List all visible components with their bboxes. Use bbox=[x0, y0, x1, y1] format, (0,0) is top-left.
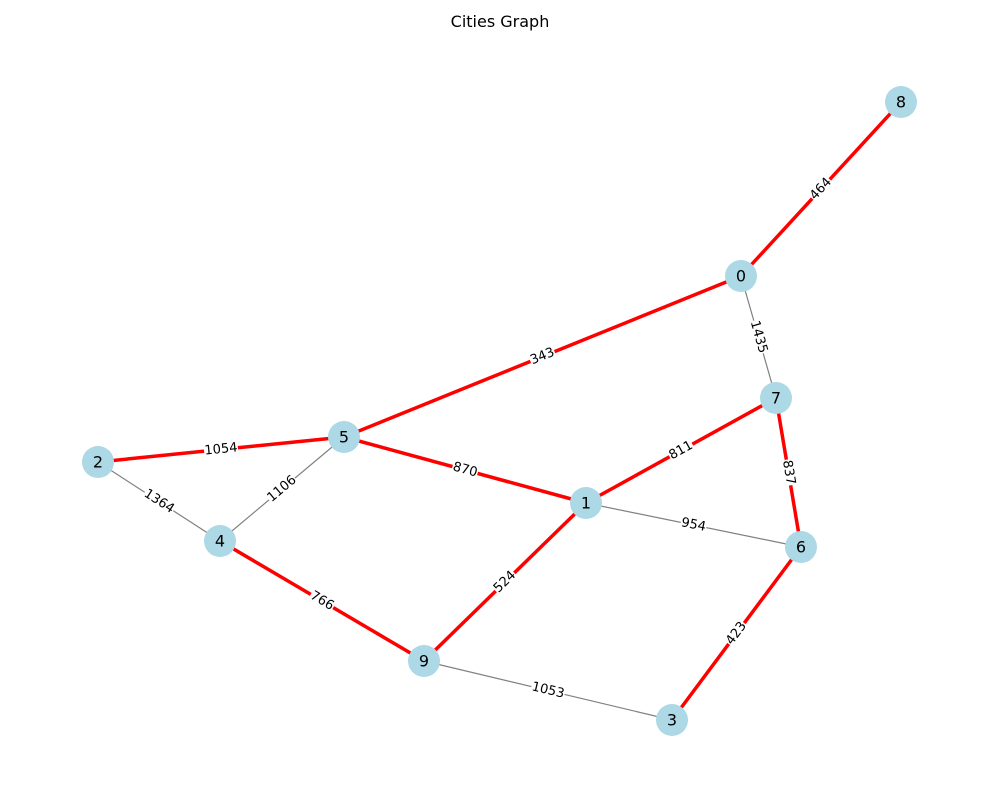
edge-label-4-9: 766 bbox=[306, 587, 338, 615]
node-6: 6 bbox=[785, 531, 817, 563]
edge-label-2-4: 1364 bbox=[140, 485, 178, 518]
edge-label-2-5: 1054 bbox=[203, 439, 239, 460]
edge-label-background bbox=[778, 458, 799, 487]
edge-labels-layer: 4643431435811837105487011061364954766524… bbox=[140, 174, 836, 703]
edge-label-background bbox=[140, 485, 178, 518]
node-8: 8 bbox=[885, 86, 917, 118]
edge-label-background bbox=[203, 439, 239, 460]
edge-label-9-3: 1053 bbox=[529, 678, 567, 703]
node-7: 7 bbox=[760, 382, 792, 414]
edge-label-background bbox=[263, 471, 301, 507]
edge-weight-label: 1053 bbox=[530, 679, 566, 701]
edge-label-background bbox=[527, 344, 558, 369]
edge-label-7-6: 837 bbox=[778, 458, 799, 487]
edge-label-background bbox=[722, 618, 751, 649]
edge-weight-label: 870 bbox=[451, 459, 479, 480]
node-circle bbox=[656, 704, 688, 736]
node-0: 0 bbox=[725, 260, 757, 292]
edge-label-1-6: 954 bbox=[679, 514, 708, 536]
edge-label-5-1: 870 bbox=[450, 458, 480, 482]
node-label: 0 bbox=[736, 267, 746, 286]
graph-title: Cities Graph bbox=[450, 12, 550, 31]
node-label: 3 bbox=[667, 711, 677, 730]
node-circle bbox=[785, 531, 817, 563]
node-label: 8 bbox=[896, 93, 906, 112]
node-1: 1 bbox=[570, 487, 602, 519]
node-circle bbox=[408, 645, 440, 677]
node-circle bbox=[760, 382, 792, 414]
node-2: 2 bbox=[82, 446, 114, 478]
edge-weight-label: 1054 bbox=[204, 440, 238, 458]
edge-label-7-1: 811 bbox=[665, 437, 697, 464]
edge-label-background bbox=[665, 437, 697, 464]
edge-label-background bbox=[746, 318, 771, 356]
edge-label-background bbox=[306, 587, 338, 615]
node-circle bbox=[570, 487, 602, 519]
node-label: 2 bbox=[93, 453, 103, 472]
edge-label-0-5: 343 bbox=[527, 344, 558, 369]
edge-label-0-7: 1435 bbox=[746, 318, 771, 356]
edge-label-background bbox=[490, 567, 520, 597]
edge-label-5-4: 1106 bbox=[263, 471, 301, 507]
node-circle bbox=[885, 86, 917, 118]
node-circle bbox=[82, 446, 114, 478]
node-4: 4 bbox=[204, 525, 236, 557]
node-label: 7 bbox=[771, 389, 781, 408]
nodes-layer: 0 1 2 3 4 5 6 7 8 9 bbox=[82, 86, 917, 736]
node-label: 4 bbox=[215, 532, 225, 551]
node-label: 1 bbox=[581, 494, 591, 513]
edge-label-background bbox=[679, 514, 708, 536]
edge-weight-label: 1364 bbox=[141, 486, 177, 517]
node-9: 9 bbox=[408, 645, 440, 677]
edge-weight-label: 837 bbox=[779, 459, 798, 486]
edge-label-background bbox=[450, 458, 480, 482]
node-circle bbox=[204, 525, 236, 557]
node-label: 5 bbox=[339, 428, 349, 447]
edge-label-background bbox=[806, 174, 836, 204]
node-3: 3 bbox=[656, 704, 688, 736]
edge-label-background bbox=[529, 678, 567, 703]
node-label: 9 bbox=[419, 652, 429, 671]
node-circle bbox=[328, 421, 360, 453]
node-circle bbox=[725, 260, 757, 292]
node-5: 5 bbox=[328, 421, 360, 453]
node-label: 6 bbox=[796, 538, 806, 557]
edge-weight-label: 954 bbox=[680, 515, 707, 535]
